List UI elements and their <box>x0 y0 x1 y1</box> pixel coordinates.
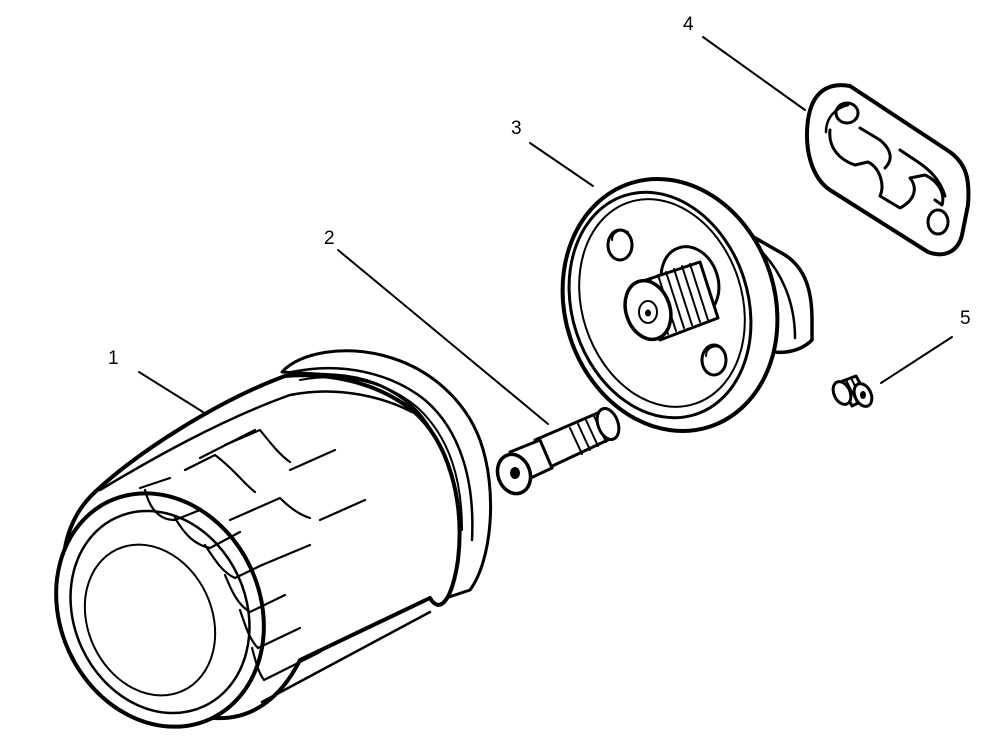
callout-label-2: 2 <box>324 228 335 249</box>
leader-lines <box>138 36 953 425</box>
leader-line-4 <box>702 36 806 111</box>
oil-filter-part <box>54 349 493 729</box>
adapter-part <box>560 177 814 433</box>
gasket-part <box>805 83 971 257</box>
callout-label-4: 4 <box>683 14 694 35</box>
callout-label-5: 5 <box>960 308 971 329</box>
callout-labels: 1 2 3 4 5 <box>108 14 971 369</box>
bolt-part <box>495 407 621 496</box>
leader-line-2 <box>337 249 549 425</box>
callout-label-1: 1 <box>108 348 119 369</box>
leader-line-3 <box>529 142 594 187</box>
leader-line-1 <box>138 371 204 413</box>
callout-label-3: 3 <box>511 118 522 139</box>
leader-line-5 <box>880 336 953 384</box>
plug-part <box>831 374 874 408</box>
